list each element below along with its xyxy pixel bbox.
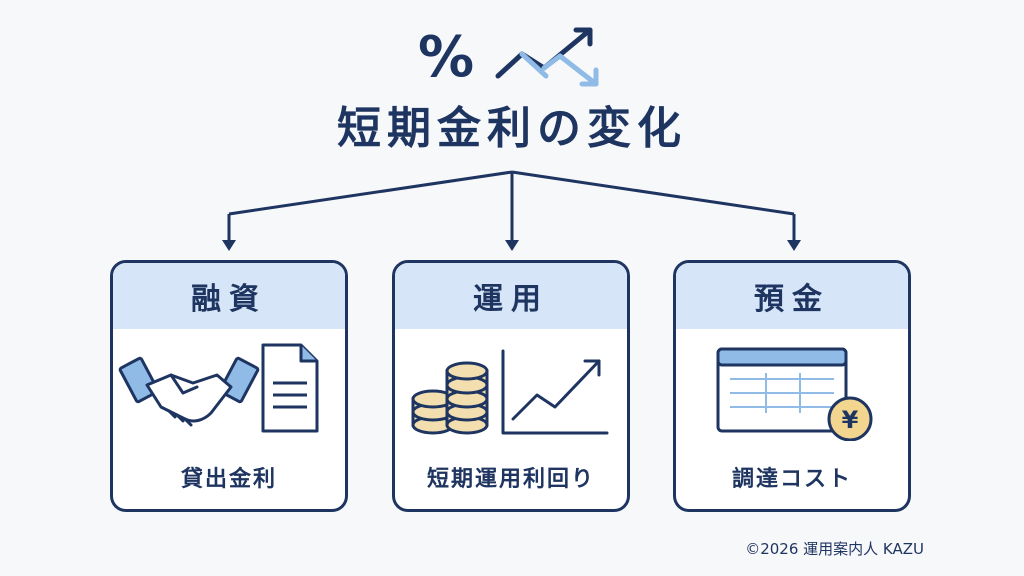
diagram-title: 短期金利の変化 <box>337 103 687 154</box>
arrowhead-right-icon <box>787 240 801 251</box>
svg-text:%: % <box>418 25 474 90</box>
connector-right <box>511 170 795 216</box>
card-lending: 融資 貸出金利 <box>110 260 348 512</box>
card-lending-illustration <box>118 343 319 433</box>
card-label: 短期運用利回り <box>426 467 595 492</box>
arrowhead-center-icon <box>505 240 519 251</box>
card-deposit-illustration: ¥ <box>716 347 873 441</box>
card-deposit: 預金 ¥ 調達コスト <box>673 260 911 512</box>
yen-coin-icon: ¥ <box>827 396 873 441</box>
document-icon <box>261 343 319 433</box>
card-heading: 運用 <box>395 263 627 329</box>
card-label: 調達コスト <box>731 467 852 492</box>
rising-chart-icon <box>501 349 609 435</box>
card-heading: 預金 <box>676 263 908 329</box>
card-investment-illustration <box>411 349 609 435</box>
card-investment: 運用 短期運用利回り <box>392 260 630 512</box>
percent-icon: % <box>418 25 474 90</box>
bankbook-icon <box>716 347 848 433</box>
handshake-icon <box>118 356 260 427</box>
header-icons: % <box>418 25 599 90</box>
connector-left <box>228 170 513 216</box>
card-label: 貸出金利 <box>180 467 277 492</box>
coin-stack-icon <box>411 361 489 435</box>
card-heading: 融資 <box>113 263 345 329</box>
trend-arrows-icon <box>495 27 599 87</box>
copyright-text: ©2026 運用案内人 KAZU <box>745 540 924 558</box>
yen-symbol: ¥ <box>842 406 859 434</box>
arrowhead-left-icon <box>222 240 236 251</box>
